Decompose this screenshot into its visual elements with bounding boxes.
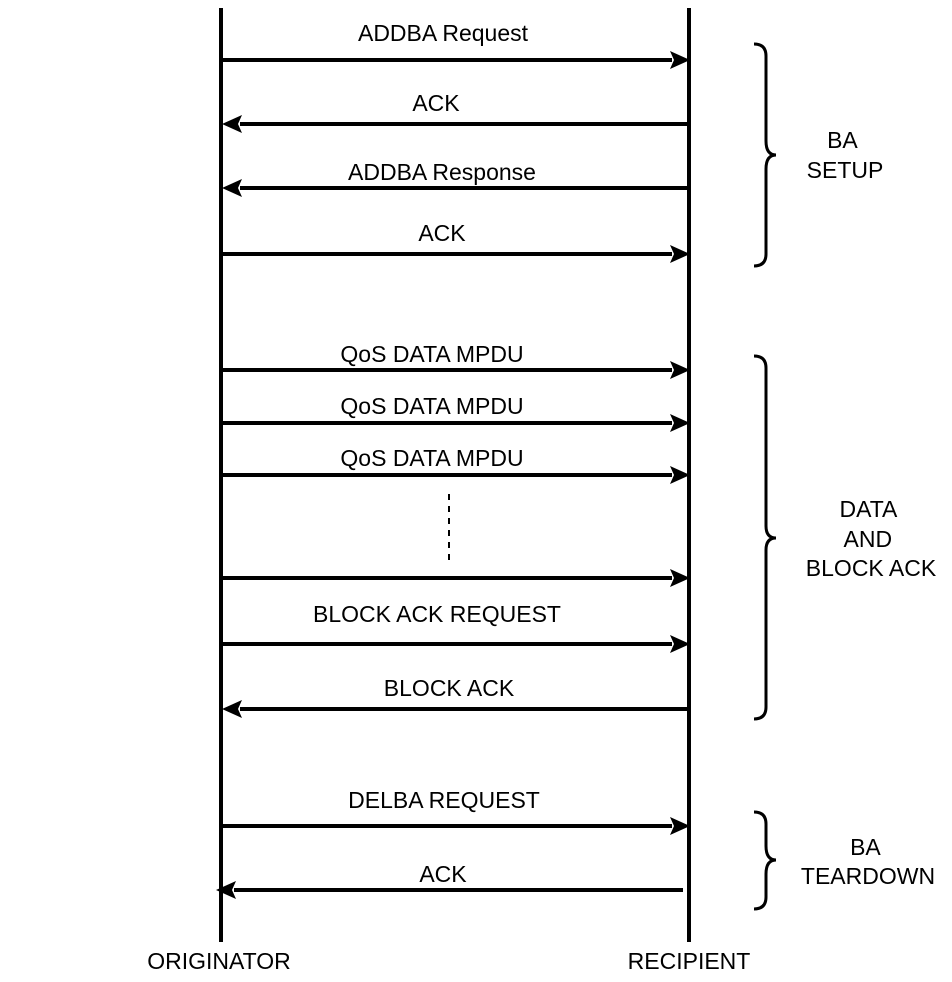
recipient-label: RECIPIENT [628,948,751,974]
message-block-ack-request: BLOCK ACK REQUEST [221,601,690,653]
phase-label-line: BLOCK ACK [806,555,937,581]
message-label: ACK [419,861,467,887]
message-label: ACK [418,220,466,246]
message-qos-data-3: QoS DATA MPDU [221,445,690,484]
message-addba-request: ADDBA Request [221,20,690,69]
message-label: ADDBA Response [348,159,536,185]
message-ack-1: ACK [222,90,689,133]
brace-ba-teardown [753,810,777,911]
message-ack-3: ACK [216,861,683,899]
phase-label-line: AND [844,526,893,552]
originator-label: ORIGINATOR [147,948,291,974]
phase-label-ba-teardown: BA TEARDOWN [801,834,935,889]
brace-data-and-block-ack [753,354,777,721]
phase-label-line: TEARDOWN [801,863,935,889]
message-label: ADDBA Request [358,20,529,46]
message-label: QoS DATA MPDU [340,341,523,367]
message-qos-data-1: QoS DATA MPDU [221,341,690,379]
message-label: QoS DATA MPDU [340,445,523,471]
message-label: DELBA REQUEST [348,787,540,813]
message-delba-request: DELBA REQUEST [221,787,690,835]
message-addba-response: ADDBA Response [222,159,689,197]
phase-label-line: BA [850,834,881,860]
phase-label-line: BA [827,127,858,153]
message-block-ack: BLOCK ACK [222,675,689,718]
message-label: ACK [412,90,460,116]
phase-label-line: SETUP [807,157,884,183]
message-label: BLOCK ACK [384,675,515,701]
message-ack-2: ACK [221,220,690,263]
phase-label-data-and-block-ack: DATA AND BLOCK ACK [806,496,937,581]
message-data-more [221,569,690,587]
phase-label-line: DATA [839,496,898,522]
message-qos-data-2: QoS DATA MPDU [221,393,690,432]
phase-label-ba-setup: BA SETUP [807,127,884,183]
brace-ba-setup [753,42,777,268]
message-label: BLOCK ACK REQUEST [313,601,561,627]
message-label: QoS DATA MPDU [340,393,523,419]
